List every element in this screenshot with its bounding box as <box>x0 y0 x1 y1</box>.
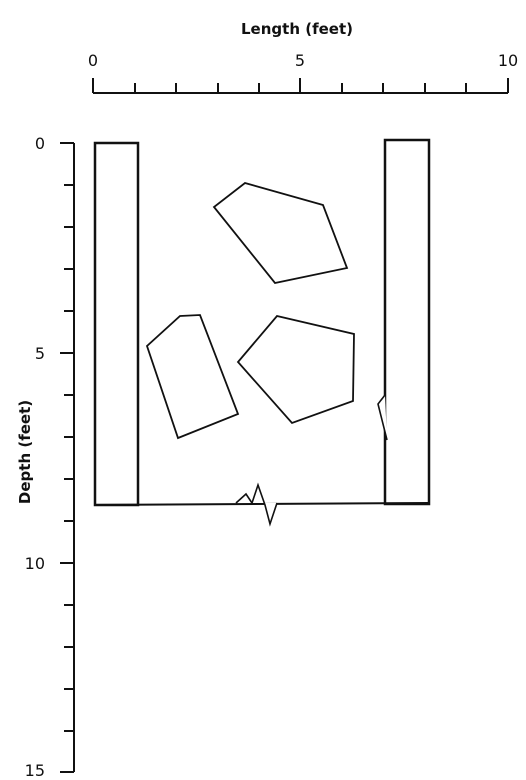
depth-tick-label: 10 <box>25 554 45 573</box>
right-wall <box>383 138 431 506</box>
floor-crack-left <box>235 492 253 504</box>
length-tick-label: 0 <box>88 51 98 70</box>
depth-tick-label: 0 <box>35 134 45 153</box>
length-axis <box>92 78 509 94</box>
depth-axis <box>60 142 75 773</box>
left-wall <box>93 141 140 507</box>
depth-tick-label: 5 <box>35 344 45 363</box>
rock-fragment-top <box>212 182 349 284</box>
length-axis-title: Length (feet) <box>241 20 353 38</box>
rock-fragment-left <box>145 314 240 440</box>
trench-floor-line <box>94 502 430 506</box>
wall-crack <box>377 394 388 441</box>
depth-axis-title: Depth (feet) <box>16 400 34 504</box>
depth-tick-label: 15 <box>25 761 45 780</box>
floor-crack-spike <box>251 482 278 527</box>
length-tick-label: 10 <box>498 51 518 70</box>
rock-fragment-right <box>236 314 355 425</box>
length-tick-label: 5 <box>295 51 305 70</box>
